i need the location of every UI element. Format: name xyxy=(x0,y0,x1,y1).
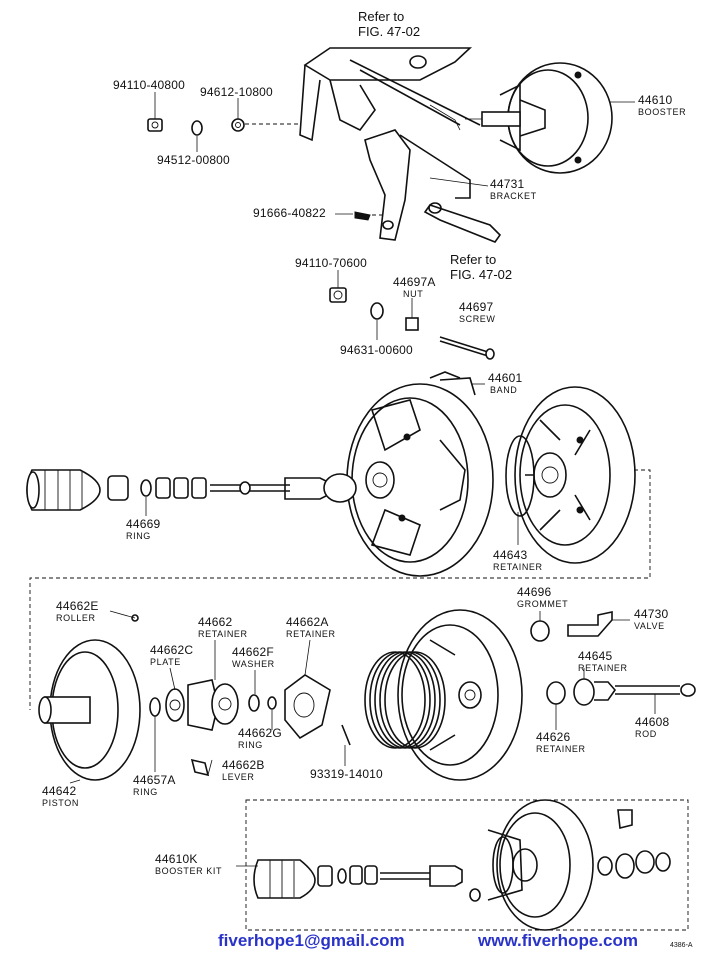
ref-label-bottom-line2: FIG. 47-02 xyxy=(450,267,513,282)
part-number-44610: 44610 xyxy=(638,93,673,107)
part-number-44697: 44697 xyxy=(459,300,494,314)
part-number-44731: 44731 xyxy=(490,177,525,191)
part-name-booster-kit: BOOSTER KIT xyxy=(155,866,223,876)
part-number-44610K: 44610K xyxy=(155,852,198,866)
part-number-94512-00800: 94512-00800 xyxy=(157,153,230,167)
part-number-44662E: 44662E xyxy=(56,599,99,613)
part-number-44669: 44669 xyxy=(126,517,161,531)
part-name-retainer-44643: RETAINER xyxy=(493,562,543,572)
part-name-plate: PLATE xyxy=(150,657,181,667)
part-number-44730: 44730 xyxy=(634,607,669,621)
piston-drawing xyxy=(38,614,141,781)
pushrod-seal-drawing xyxy=(26,469,357,511)
part-name-retainer-44626: RETAINER xyxy=(536,744,586,754)
part-number-44662F: 44662F xyxy=(232,645,274,659)
part-name-band: BAND xyxy=(490,385,518,395)
footer-website-link[interactable]: www.fiverhope.com xyxy=(478,931,638,950)
part-name-grommet: GROMMET xyxy=(517,599,569,609)
part-name-nut: NUT xyxy=(403,289,424,299)
part-number-91666-40822: 91666-40822 xyxy=(253,206,326,220)
middle-fasteners-drawing xyxy=(329,287,495,360)
part-name-lever: LEVER xyxy=(222,772,255,782)
footer-email-link[interactable]: fiverhope1@gmail.com xyxy=(218,931,405,950)
part-number-94612-10800: 94612-10800 xyxy=(200,85,273,99)
booster-shell-drawing xyxy=(346,371,494,577)
part-name-retainer-44645: RETAINER xyxy=(578,663,628,673)
part-number-44601: 44601 xyxy=(488,371,523,385)
part-name-bracket: BRACKET xyxy=(490,191,537,201)
part-name-retainer-44662A: RETAINER xyxy=(286,629,336,639)
part-number-94110-70600: 94110-70600 xyxy=(295,256,368,270)
part-name-rod: ROD xyxy=(635,729,657,739)
ref-label-top-line2: FIG. 47-02 xyxy=(358,24,421,39)
part-name-retainer-44662: RETAINER xyxy=(198,629,248,639)
part-name-booster: BOOSTER xyxy=(638,107,687,117)
valve-side-parts-drawing xyxy=(530,611,696,706)
part-number-44643: 44643 xyxy=(493,548,528,562)
part-name-ring-44669: RING xyxy=(126,531,151,541)
rear-shell-drawing xyxy=(505,386,636,564)
ref-label-top-line1: Refer to xyxy=(358,9,405,24)
part-name-valve: VALVE xyxy=(634,621,665,631)
part-number-44662A: 44662A xyxy=(286,615,329,629)
part-number-44696: 44696 xyxy=(517,585,552,599)
part-number-44662B: 44662B xyxy=(222,758,265,772)
part-name-roller: ROLLER xyxy=(56,613,96,623)
part-name-piston: PISTON xyxy=(42,798,79,808)
part-name-screw: SCREW xyxy=(459,314,496,324)
leader-lines xyxy=(69,92,656,867)
part-number-44697A: 44697A xyxy=(393,275,436,289)
part-number-44662C: 44662C xyxy=(150,643,194,657)
ref-label-bottom-line1: Refer to xyxy=(450,252,497,267)
part-number-44662: 44662 xyxy=(198,615,233,629)
part-number-44642: 44642 xyxy=(42,784,77,798)
part-name-ring-44657A: RING xyxy=(133,787,158,797)
part-number-44608: 44608 xyxy=(635,715,670,729)
part-number-44662G: 44662G xyxy=(238,726,282,740)
part-number-93319-14010: 93319-14010 xyxy=(310,767,383,781)
subassembly-bracket-line xyxy=(29,469,651,710)
booster-kit-drawing xyxy=(253,799,671,931)
part-number-44626: 44626 xyxy=(536,730,571,744)
part-number-44657A: 44657A xyxy=(133,773,176,787)
part-number-94110-40800: 94110-40800 xyxy=(113,78,186,92)
part-name-ring-44662G: RING xyxy=(238,740,263,750)
top-fasteners-drawing xyxy=(147,118,371,221)
part-number-44645: 44645 xyxy=(578,649,613,663)
valve-parts-drawing xyxy=(149,674,351,777)
diagram-code: 4386-A xyxy=(670,942,693,949)
booster-44610-drawing xyxy=(465,62,613,174)
part-name-washer: WASHER xyxy=(232,659,275,669)
front-shell-drawing xyxy=(397,609,523,781)
spring-drawing xyxy=(364,651,446,749)
part-number-94631-00600: 94631-00600 xyxy=(340,343,413,357)
